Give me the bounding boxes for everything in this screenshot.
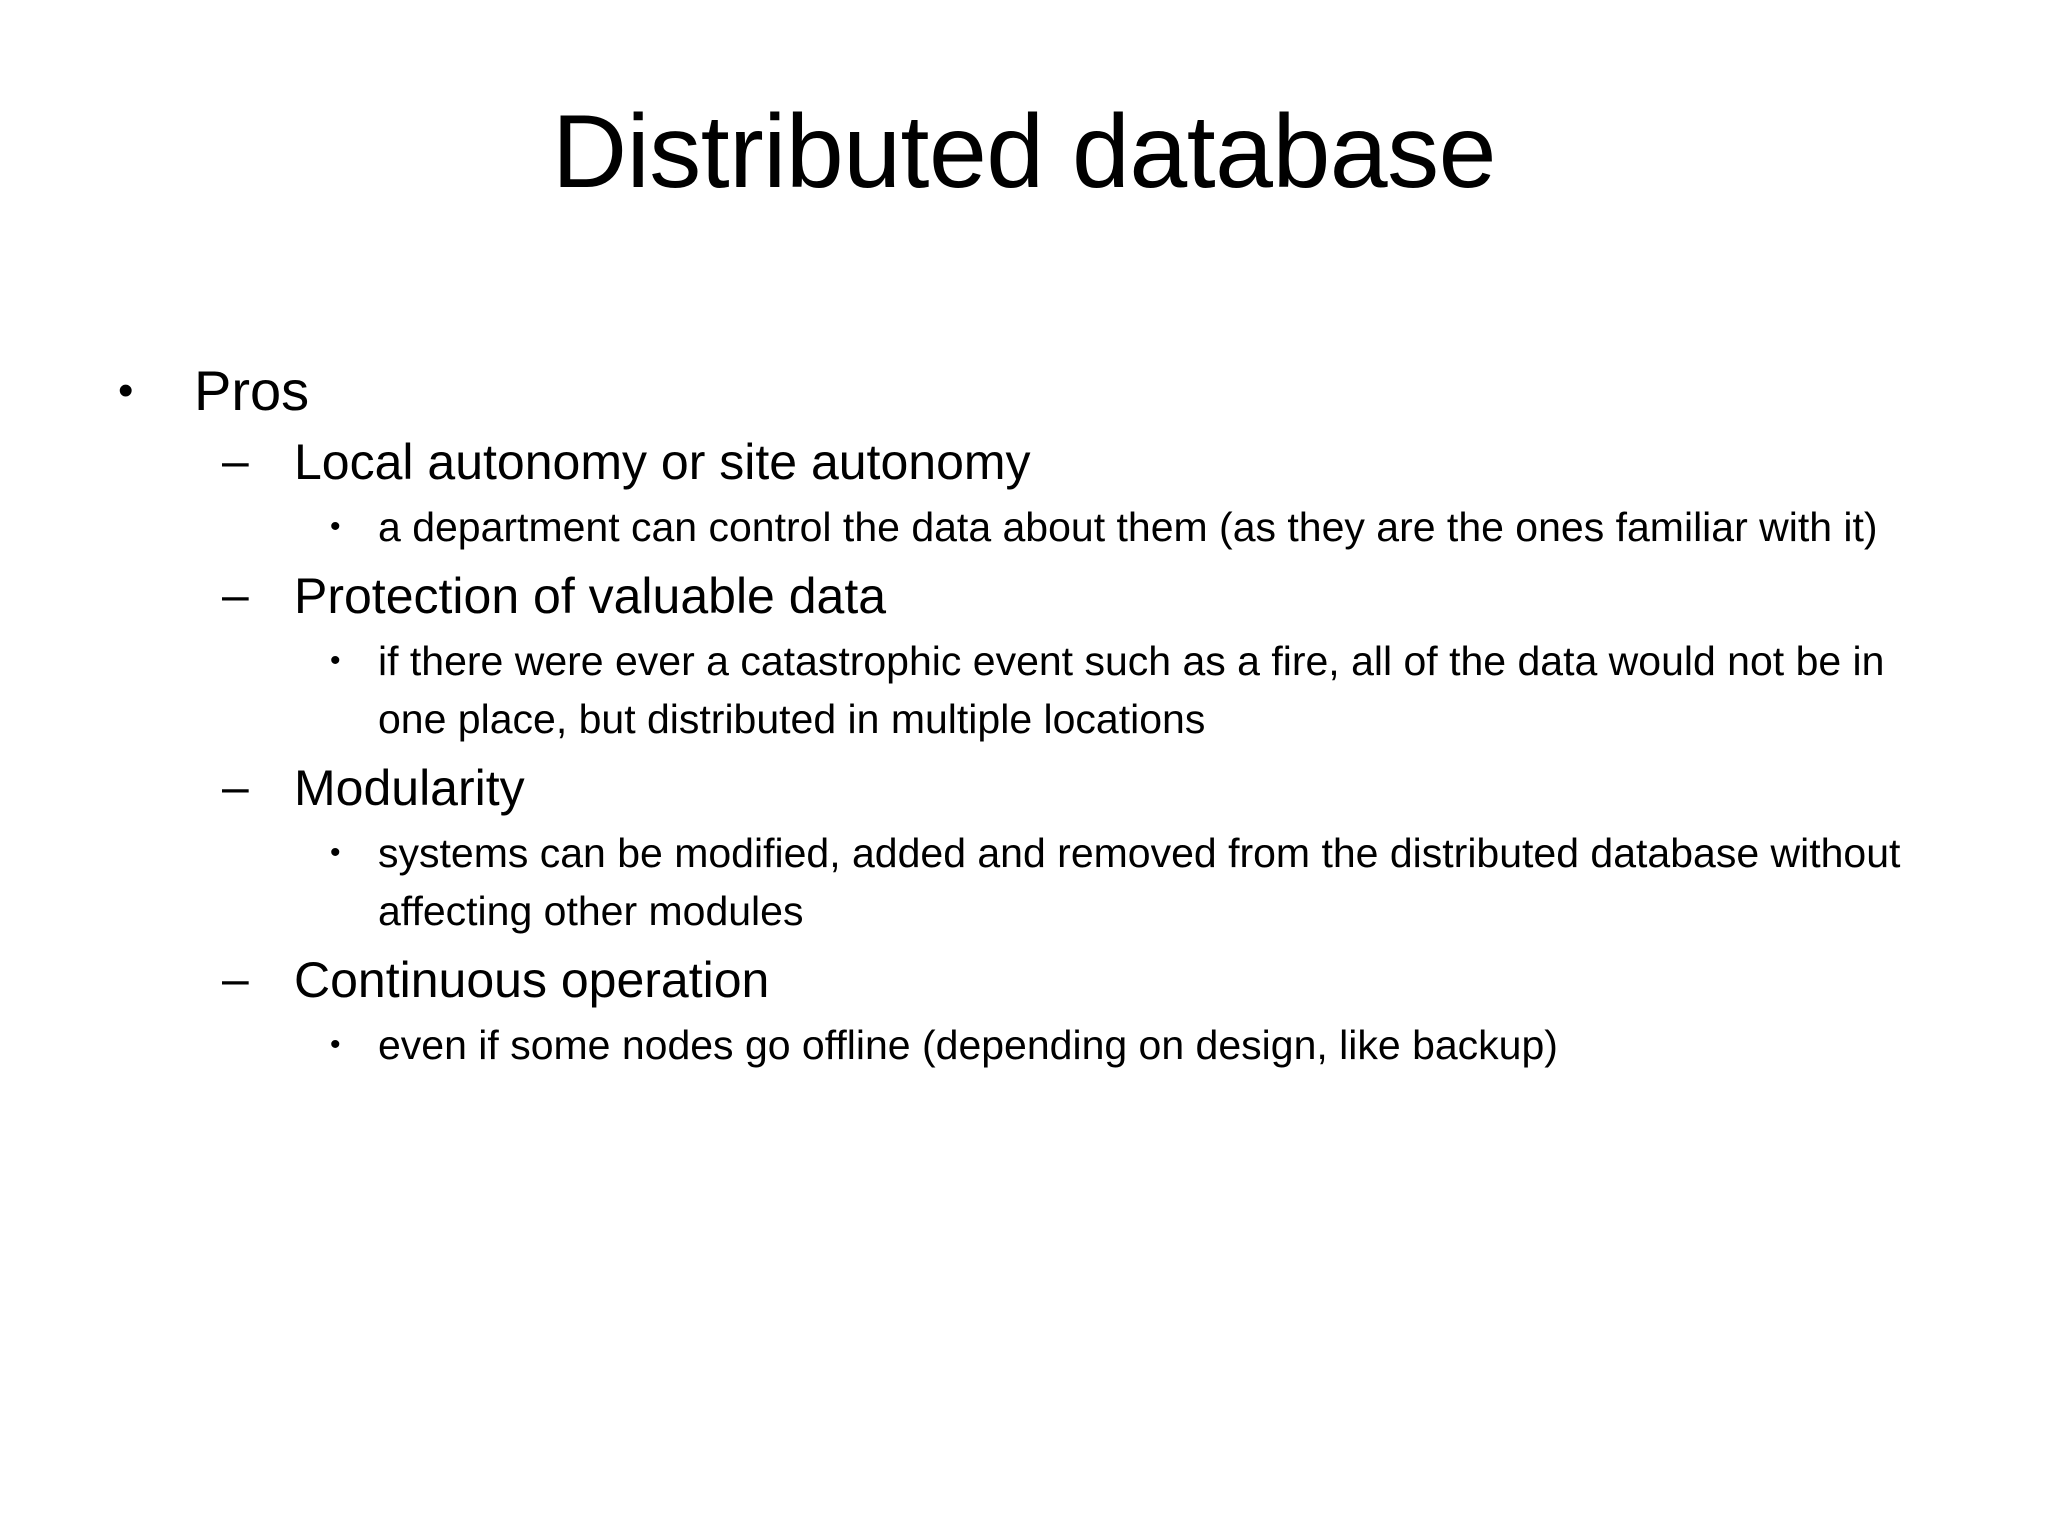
outline-item-text: a department can control the data about … bbox=[378, 504, 1878, 550]
bullet-dot-icon: • bbox=[330, 1028, 341, 1061]
slide-title: Distributed database bbox=[552, 94, 1496, 210]
outline-item-continuous-operation: – Continuous operation bbox=[0, 948, 2048, 1012]
bullet-dash-icon: – bbox=[222, 761, 249, 814]
outline-item-text: Local autonomy or site autonomy bbox=[294, 434, 1031, 490]
outline-item-catastrophic-event: • if there were ever a catastrophic even… bbox=[0, 632, 2048, 748]
outline-item-text: Protection of valuable data bbox=[294, 568, 887, 624]
outline-item-text: Pros bbox=[194, 359, 310, 422]
outline-item-text: systems can be modified, added and remov… bbox=[378, 830, 1901, 934]
outline-item-nodes-offline: • even if some nodes go offline (dependi… bbox=[0, 1016, 2048, 1074]
outline-item-text: even if some nodes go offline (depending… bbox=[378, 1022, 1558, 1068]
outline-item-pros: • Pros bbox=[0, 360, 2048, 422]
bullet-dot-icon: • bbox=[330, 510, 341, 543]
outline-item-systems-modified: • systems can be modified, added and rem… bbox=[0, 824, 2048, 940]
outline-item-text: Continuous operation bbox=[294, 952, 770, 1008]
bullet-dot-icon: • bbox=[330, 644, 341, 677]
bullet-dash-icon: – bbox=[222, 569, 249, 622]
outline-item-text: Modularity bbox=[294, 760, 525, 816]
slide-body-outline: • Pros – Local autonomy or site autonomy… bbox=[0, 360, 2048, 1074]
bullet-dash-icon: – bbox=[222, 953, 249, 1006]
outline-item-local-autonomy: – Local autonomy or site autonomy bbox=[0, 430, 2048, 494]
bullet-dash-icon: – bbox=[222, 435, 249, 488]
outline-item-protection-of-valuable-data: – Protection of valuable data bbox=[0, 564, 2048, 628]
outline-item-modularity: – Modularity bbox=[0, 756, 2048, 820]
bullet-dot-icon: • bbox=[118, 366, 134, 415]
outline-item-text: if there were ever a catastrophic event … bbox=[378, 638, 1885, 742]
bullet-dot-icon: • bbox=[330, 836, 341, 869]
outline-item-department-control: • a department can control the data abou… bbox=[0, 498, 2048, 556]
